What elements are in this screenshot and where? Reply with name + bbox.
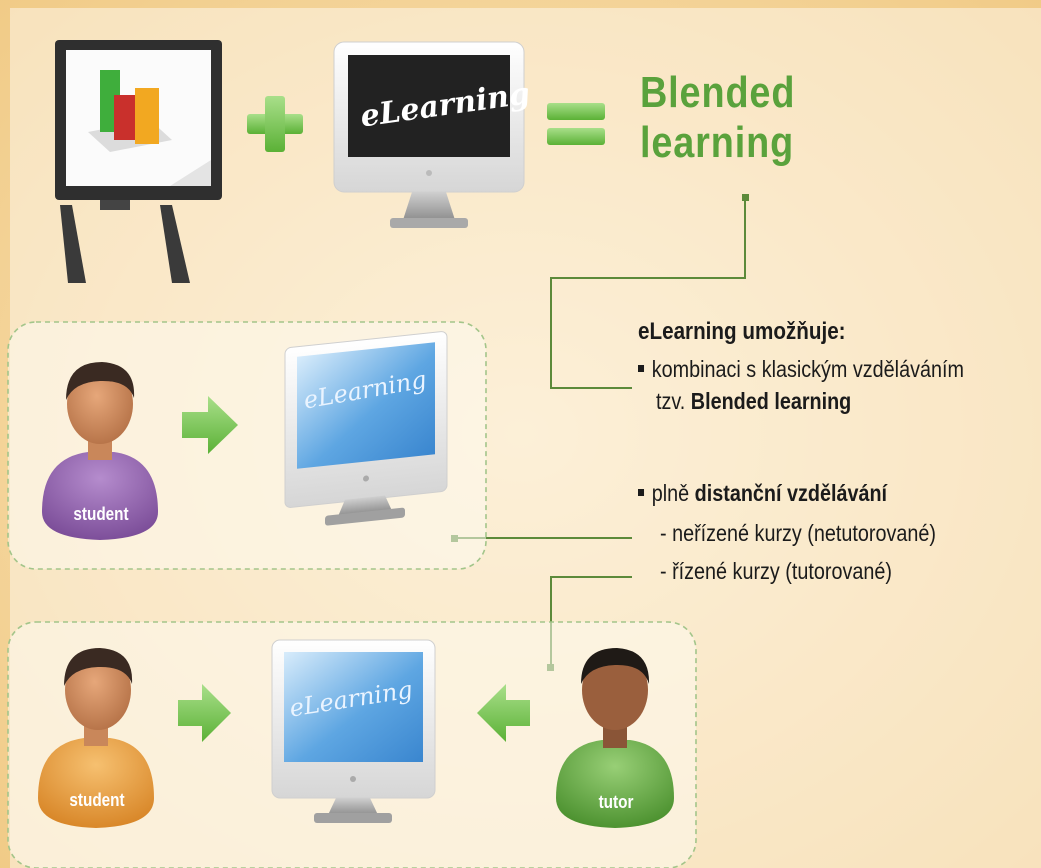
tutor-label: tutor bbox=[598, 792, 634, 812]
feature-item-blended-prefix: tzv. bbox=[656, 388, 686, 414]
plus-icon bbox=[247, 96, 303, 152]
blended-learning-title-line2: learning bbox=[640, 118, 795, 167]
monitor-icon bbox=[284, 331, 448, 526]
feature-item-blended-text: kombinaci s klasickým vzděláváním bbox=[651, 356, 964, 382]
feature-item-blended-line2: tzv. Blended learning bbox=[656, 388, 851, 415]
monitor-icon bbox=[271, 639, 436, 823]
feature-item-blended-bold: Blended learning bbox=[690, 388, 852, 414]
feature-item-blended: kombinaci s klasickým vzděláváním bbox=[638, 356, 964, 383]
presentation-easel-icon bbox=[55, 40, 222, 283]
student-label: student bbox=[69, 790, 125, 810]
bar-chart-icon bbox=[88, 70, 172, 152]
feature-sub-untutored: - neřízené kurzy (netutorované) bbox=[660, 520, 936, 546]
feature-item-distance-bold: distanční vzdělávání bbox=[694, 480, 888, 506]
student-label: student bbox=[73, 504, 129, 524]
person-icon bbox=[556, 648, 674, 828]
feature-item-distance: plně distanční vzdělávání bbox=[638, 480, 887, 507]
arrow-right-icon bbox=[178, 684, 231, 742]
equals-icon bbox=[547, 103, 605, 145]
person-icon bbox=[42, 362, 158, 540]
feature-item-distance-prefix: plně bbox=[651, 480, 690, 506]
connector-node bbox=[742, 194, 749, 201]
feature-sub-tutored: - řízené kurzy (tutorované) bbox=[660, 558, 892, 584]
feature-heading: eLearning umožňuje: bbox=[638, 318, 846, 345]
blended-learning-title: Blended learning bbox=[640, 68, 829, 168]
arrow-right-icon bbox=[182, 396, 238, 454]
blended-learning-title-line1: Blended bbox=[640, 68, 796, 117]
bullet-icon bbox=[638, 489, 645, 497]
person-icon bbox=[38, 648, 154, 828]
arrow-left-icon bbox=[477, 684, 530, 742]
monitor-icon bbox=[333, 41, 525, 228]
bullet-icon bbox=[638, 365, 645, 373]
